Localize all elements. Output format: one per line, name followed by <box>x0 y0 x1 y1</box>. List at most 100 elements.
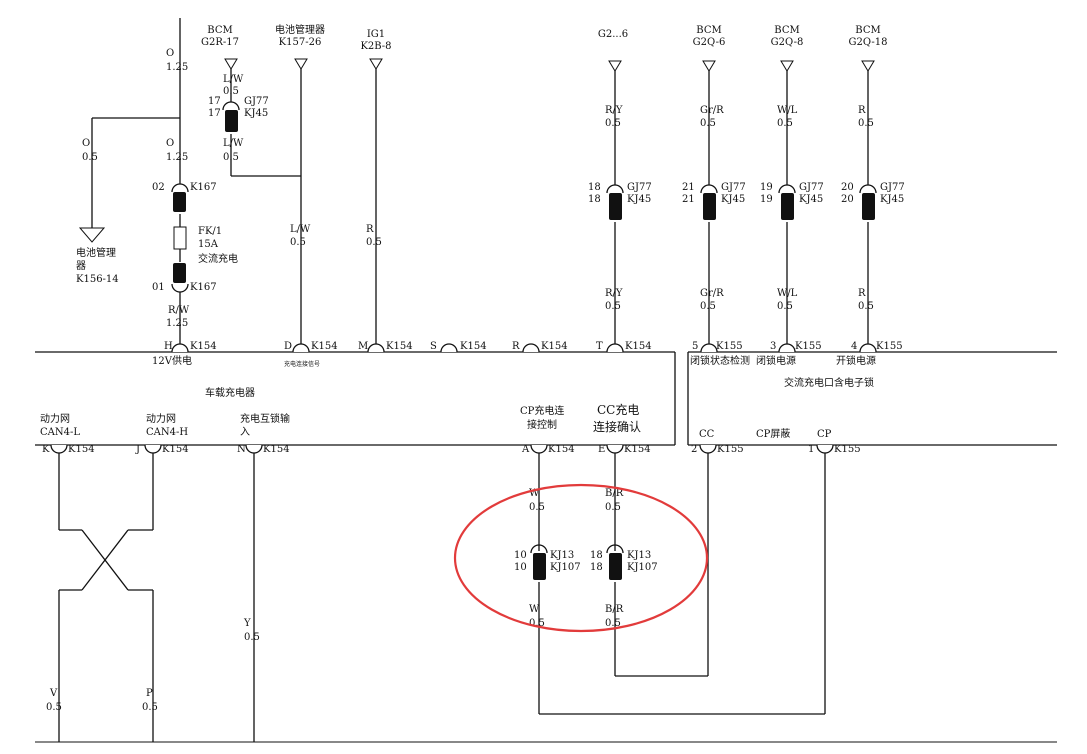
terminal-header-3: IG1 K2B-8 <box>360 29 391 52</box>
terminal-header-5: BCM G2Q-6 <box>693 25 726 48</box>
svg-text:器: 器 <box>76 260 86 272</box>
terminal-header-6: BCM G2Q-8 <box>771 25 804 48</box>
module-title-right: 交流充电口含电子锁 <box>784 376 874 389</box>
svg-text:0.5: 0.5 <box>529 502 545 513</box>
svg-text:J: J <box>135 444 140 455</box>
battery-manager-label: 电池管理 器 K156-14 <box>76 246 119 285</box>
svg-text:1: 1 <box>808 444 814 455</box>
wires-top <box>91 18 869 345</box>
svg-text:CP: CP <box>817 429 832 440</box>
svg-text:K: K <box>42 444 50 455</box>
svg-text:0.5: 0.5 <box>366 237 382 248</box>
svg-text:G2Q-18: G2Q-18 <box>848 37 887 48</box>
svg-text:K154: K154 <box>190 341 217 352</box>
svg-text:0.5: 0.5 <box>223 86 239 97</box>
svg-text:B/R: B/R <box>605 604 624 615</box>
svg-text:R/Y: R/Y <box>605 105 623 116</box>
svg-text:K167: K167 <box>190 282 217 293</box>
svg-text:IG1: IG1 <box>367 29 385 40</box>
svg-text:电池管理器: 电池管理器 <box>275 23 325 36</box>
svg-text:K154: K154 <box>460 341 487 352</box>
svg-text:O: O <box>166 48 174 59</box>
svg-text:20: 20 <box>841 194 854 205</box>
svg-text:4: 4 <box>851 341 857 352</box>
svg-text:闭锁状态检测: 闭锁状态检测 <box>690 354 750 367</box>
svg-text:K2B-8: K2B-8 <box>360 41 391 52</box>
svg-text:G2...6: G2...6 <box>598 29 628 40</box>
svg-text:D: D <box>284 341 292 352</box>
svg-text:12V供电: 12V供电 <box>152 354 192 367</box>
svg-text:0.5: 0.5 <box>858 301 874 312</box>
svg-text:R: R <box>858 288 866 299</box>
svg-text:CC充电: CC充电 <box>597 402 639 417</box>
svg-text:0.5: 0.5 <box>290 237 306 248</box>
connector-blocks <box>171 101 877 580</box>
svg-text:G2Q-8: G2Q-8 <box>771 37 804 48</box>
svg-text:闭锁电源: 闭锁电源 <box>756 354 796 367</box>
svg-text:KJ107: KJ107 <box>627 562 658 573</box>
svg-text:KJ45: KJ45 <box>627 194 651 205</box>
svg-text:KJ45: KJ45 <box>799 194 823 205</box>
svg-text:CC: CC <box>699 429 715 440</box>
svg-text:18: 18 <box>590 550 603 561</box>
svg-text:K154: K154 <box>386 341 413 352</box>
svg-text:0.5: 0.5 <box>700 118 716 129</box>
svg-text:17: 17 <box>208 108 221 119</box>
svg-text:GJ77: GJ77 <box>721 182 746 193</box>
svg-text:M: M <box>358 341 368 352</box>
upper-pin-labels: H K154 12V供电 D K154 充电连接信号 M K154 S K154… <box>152 341 903 368</box>
svg-text:R: R <box>858 105 866 116</box>
svg-text:0.5: 0.5 <box>605 618 621 629</box>
svg-text:19: 19 <box>760 182 773 193</box>
svg-text:G2R-17: G2R-17 <box>201 37 239 48</box>
svg-text:Gr/R: Gr/R <box>700 105 724 116</box>
svg-text:K156-14: K156-14 <box>76 274 119 285</box>
wire-labels-top: O 1.25 O 0.5 O 1.25 L/W 0.5 L/W 0.5 L/W … <box>82 48 874 329</box>
upper-pin-arcs <box>171 343 877 353</box>
svg-text:N: N <box>237 444 246 455</box>
svg-text:动力网: 动力网 <box>146 412 176 425</box>
lower-pin-arcs <box>50 444 834 454</box>
svg-text:K155: K155 <box>716 341 743 352</box>
svg-text:K155: K155 <box>834 444 861 455</box>
highlight-ellipse <box>453 483 709 633</box>
fuse-label: FK/1 15A 交流充电 <box>198 226 238 265</box>
svg-text:L/W: L/W <box>223 138 244 149</box>
svg-text:L/W: L/W <box>223 74 244 85</box>
svg-text:18: 18 <box>588 182 601 193</box>
svg-text:10: 10 <box>514 562 527 573</box>
lower-pin-descriptions: 动力网 CAN4-L 动力网 CAN4-H 充电互锁输 入 CP充电连 接控制 … <box>40 402 832 440</box>
svg-text:K154: K154 <box>548 444 575 455</box>
svg-text:开锁电源: 开锁电源 <box>836 354 876 367</box>
svg-text:01: 01 <box>152 282 165 293</box>
svg-text:BCM: BCM <box>696 25 721 36</box>
svg-text:KJ45: KJ45 <box>721 194 745 205</box>
svg-text:CAN4-H: CAN4-H <box>146 427 188 438</box>
svg-text:K155: K155 <box>876 341 903 352</box>
svg-text:B/R: B/R <box>605 488 624 499</box>
svg-text:A: A <box>521 444 530 455</box>
svg-text:02: 02 <box>152 182 165 193</box>
svg-text:E: E <box>598 444 605 455</box>
wire-labels-bottom: W 0.5 W 0.5 B/R 0.5 B/R 0.5 Y 0.5 V 0.5 … <box>46 488 624 713</box>
svg-text:BCM: BCM <box>855 25 880 36</box>
svg-text:R/W: R/W <box>168 305 190 316</box>
terminal-triangle-icon <box>861 60 875 72</box>
svg-text:0.5: 0.5 <box>777 118 793 129</box>
svg-text:K155: K155 <box>717 444 744 455</box>
terminal-triangle-icon <box>369 58 383 70</box>
svg-text:GJ77: GJ77 <box>244 96 269 107</box>
svg-text:R: R <box>366 224 374 235</box>
svg-text:BCM: BCM <box>207 25 232 36</box>
svg-text:0.5: 0.5 <box>777 301 793 312</box>
svg-text:电池管理: 电池管理 <box>76 246 116 259</box>
svg-text:K154: K154 <box>311 341 338 352</box>
svg-text:FK/1: FK/1 <box>198 226 222 237</box>
svg-text:K154: K154 <box>625 341 652 352</box>
svg-text:L/W: L/W <box>290 224 311 235</box>
svg-text:21: 21 <box>682 194 695 205</box>
svg-text:连接确认: 连接确认 <box>593 419 641 434</box>
terminal-triangle-icon <box>224 58 238 70</box>
